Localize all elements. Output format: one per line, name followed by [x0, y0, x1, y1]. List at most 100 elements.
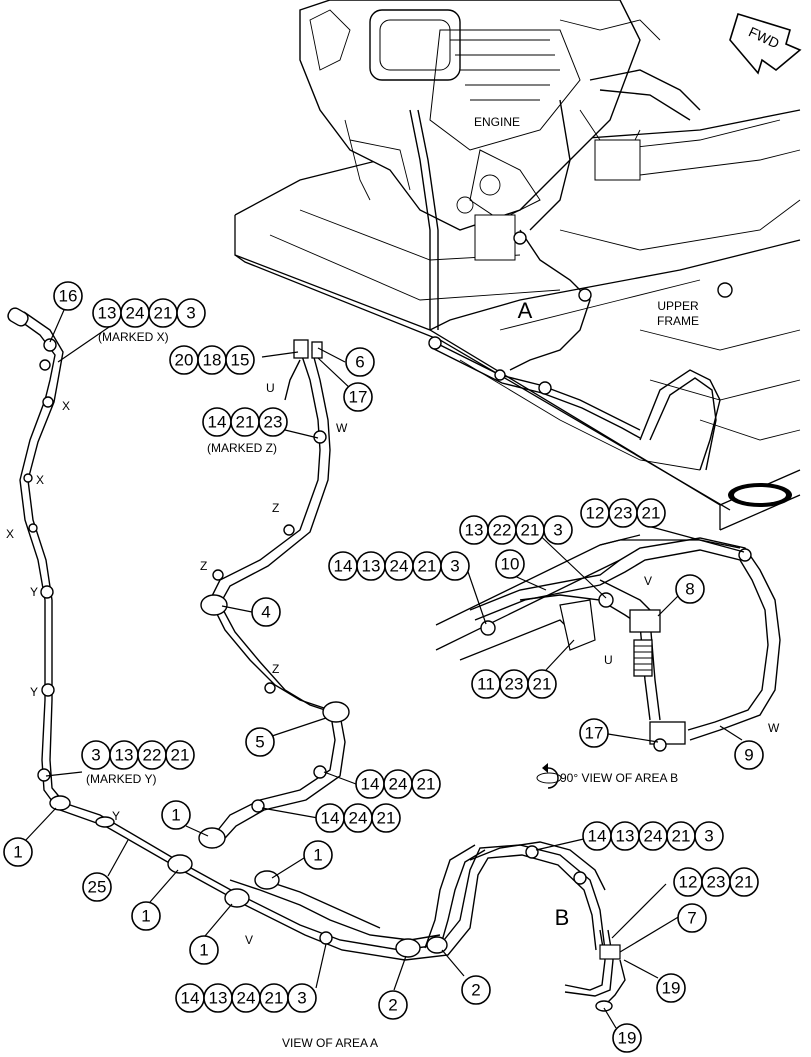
callout-17-b: 17	[579, 718, 609, 748]
callout-14: 14	[588, 827, 607, 846]
area-b-fittings: B	[555, 905, 626, 1012]
callout-14: 14	[361, 775, 380, 794]
marker-y-1: Y	[30, 585, 38, 599]
callout-21: 21	[377, 809, 396, 828]
callout-14: 14	[208, 413, 227, 432]
callout-12: 12	[586, 504, 605, 523]
callout-21: 21	[533, 675, 552, 694]
callout-1-c: 1	[303, 840, 333, 870]
area-b-view: V U W 90° VIEW OF AREA B	[435, 534, 781, 789]
marker-y-3: Y	[112, 809, 120, 823]
callout-25-text: 25	[88, 878, 107, 897]
callout-21: 21	[521, 521, 540, 540]
callout-group-14-24-21-a: 14 24 21	[355, 769, 441, 799]
callout-2-a: 2	[378, 990, 408, 1020]
callout-1-d: 1	[131, 901, 161, 931]
marker-w-b: W	[768, 721, 780, 735]
callout-23: 23	[505, 675, 524, 694]
marker-v-b: V	[644, 574, 652, 588]
callout-3: 3	[186, 304, 195, 323]
marker-z-1: Z	[272, 501, 279, 515]
callout-13: 13	[115, 746, 134, 765]
marked-z-label: (MARKED Z)	[207, 441, 277, 455]
upper-frame-drawing: FWD ENGINE UPPER FRAME A	[234, 0, 802, 531]
callout-24: 24	[237, 989, 256, 1008]
callout-19-a: 19	[656, 973, 686, 1003]
callout-2-text: 2	[388, 996, 397, 1015]
callout-9: 9	[734, 740, 764, 770]
callout-19-text: 19	[662, 979, 681, 998]
callout-group-20-18-15: 20 18 15	[169, 345, 255, 375]
callout-19-b: 19	[612, 1023, 642, 1053]
callout-14: 14	[321, 809, 340, 828]
marker-w-top: W	[336, 421, 348, 435]
callout-13: 13	[98, 304, 117, 323]
marker-x-3: X	[6, 527, 14, 541]
callout-6-text: 6	[355, 353, 364, 372]
callout-24: 24	[126, 304, 145, 323]
callout-21: 21	[735, 873, 754, 892]
upper-frame-label-line1: UPPER	[657, 299, 699, 313]
callout-21: 21	[642, 504, 661, 523]
callout-13: 13	[465, 521, 484, 540]
area-a-label: A	[518, 298, 533, 323]
callout-1-text: 1	[141, 907, 150, 926]
marker-v: V	[245, 933, 253, 947]
area-b-label: B	[555, 905, 570, 930]
callout-22: 22	[493, 521, 512, 540]
callout-group-14-24-21-b: 14 24 21	[315, 803, 401, 833]
marker-x-2: X	[36, 473, 44, 487]
callout-group-3-13-22-21: 3 13 22 21	[81, 740, 195, 770]
rotate-90-icon	[536, 763, 562, 789]
callout-8: 8	[675, 574, 705, 604]
callout-group-14-13-24-21-3-mid: 14 13 24 21 3	[328, 551, 470, 581]
marker-u-b: U	[604, 653, 613, 667]
callout-3: 3	[450, 557, 459, 576]
callout-10: 10	[495, 549, 525, 579]
callout-20: 20	[175, 351, 194, 370]
callout-1-a: 1	[3, 837, 33, 867]
callout-group-12-23-21-right: 12 23 21	[673, 867, 759, 897]
callout-7: 7	[677, 903, 707, 933]
callout-15: 15	[231, 351, 250, 370]
callout-3: 3	[553, 521, 562, 540]
callout-1-text: 1	[313, 846, 322, 865]
callout-5-text: 5	[255, 733, 264, 752]
leader-lines	[23, 309, 745, 1029]
marker-x-1: X	[62, 399, 70, 413]
callout-2-b: 2	[461, 975, 491, 1005]
callout-21: 21	[236, 413, 255, 432]
engine-label: ENGINE	[474, 115, 520, 129]
callout-3: 3	[297, 989, 306, 1008]
callout-12: 12	[679, 873, 698, 892]
callout-13: 13	[209, 989, 228, 1008]
callout-23: 23	[707, 873, 726, 892]
callout-22: 22	[143, 746, 162, 765]
callout-25: 25	[82, 872, 112, 902]
callout-18: 18	[203, 351, 222, 370]
callout-4: 4	[251, 597, 281, 627]
callout-13: 13	[362, 557, 381, 576]
callout-1-text: 1	[13, 843, 22, 862]
marked-x-label: (MARKED X)	[98, 330, 169, 344]
callout-3: 3	[704, 827, 713, 846]
callout-9-text: 9	[744, 746, 753, 765]
callout-11: 11	[477, 675, 495, 694]
callout-2-text: 2	[471, 981, 480, 1000]
callout-3: 3	[91, 746, 100, 765]
callout-group-14-13-24-21-3-bottom: 14 13 24 21 3	[175, 983, 317, 1013]
view-area-a-caption: VIEW OF AREA A	[282, 1036, 378, 1050]
callout-6: 6	[345, 347, 375, 377]
callout-group-13-22-21-3: 13 22 21 3	[459, 515, 573, 545]
callout-21: 21	[154, 304, 173, 323]
callout-13: 13	[616, 827, 635, 846]
marker-z-3: Z	[272, 662, 279, 676]
marked-y-label: (MARKED Y)	[86, 772, 156, 786]
callout-23: 23	[264, 413, 283, 432]
callout-21: 21	[265, 989, 284, 1008]
callout-17-text: 17	[349, 388, 368, 407]
callout-5: 5	[245, 727, 275, 757]
callout-17-top: 17	[343, 382, 373, 412]
callout-14: 14	[334, 557, 353, 576]
callout-8-text: 8	[685, 580, 694, 599]
